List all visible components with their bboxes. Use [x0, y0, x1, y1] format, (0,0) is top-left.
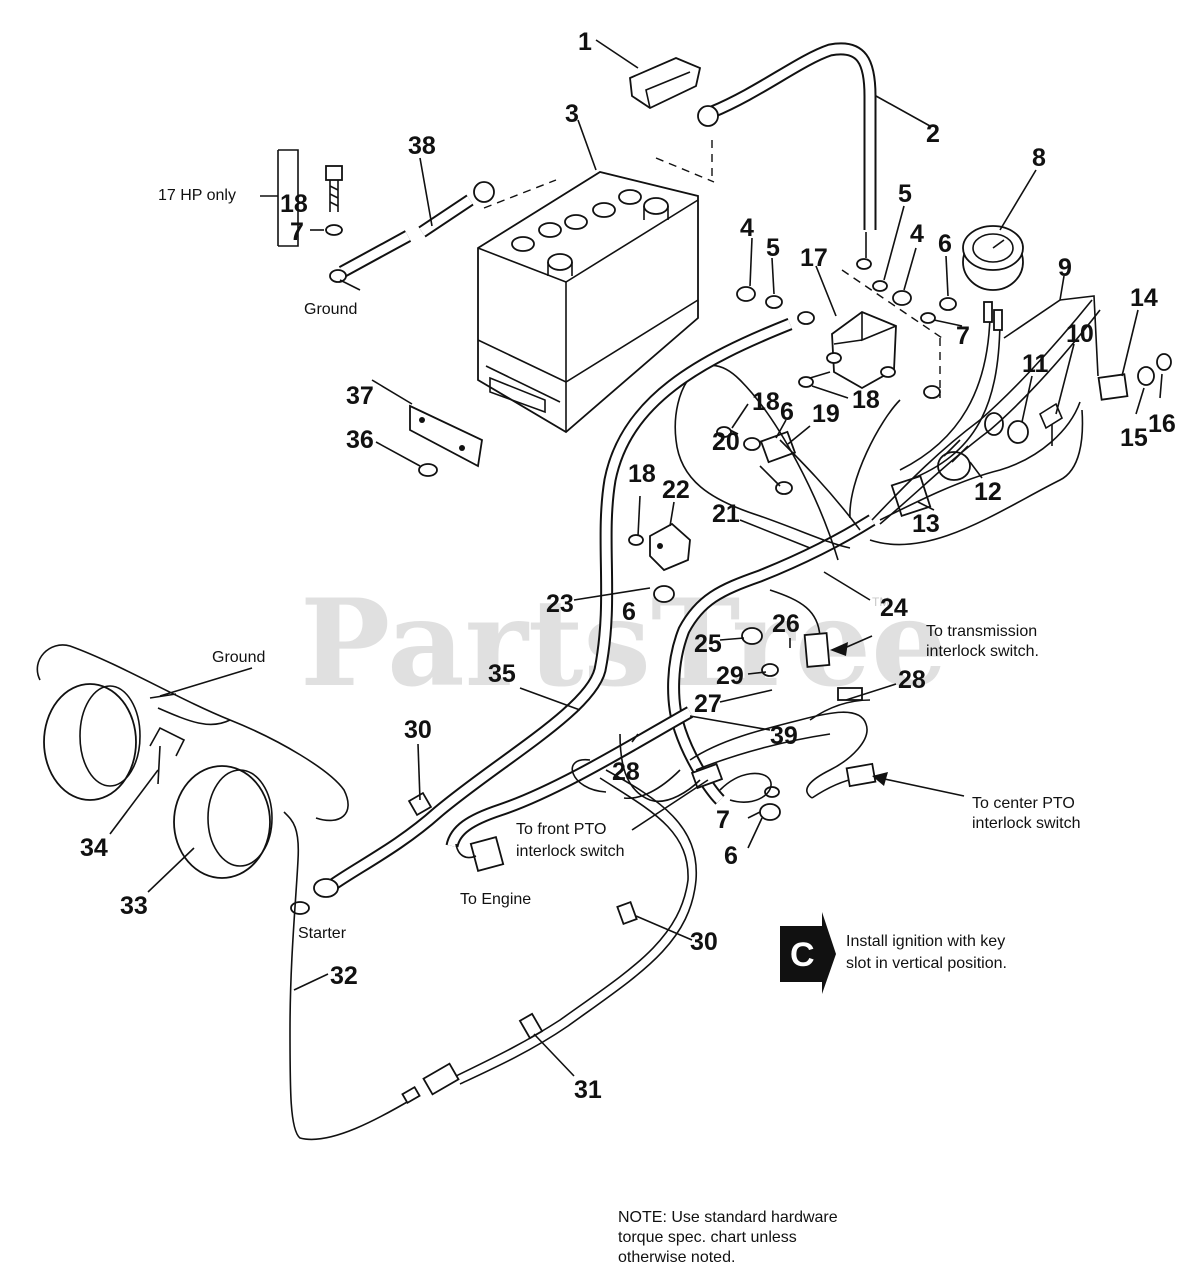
callout-24: 24	[880, 594, 908, 622]
callout-11: 11	[1022, 350, 1049, 378]
connector-14	[1097, 373, 1129, 401]
callout-37: 37	[346, 382, 374, 410]
callout-39: 39	[770, 722, 798, 750]
callout-18: 18	[752, 388, 780, 416]
callout-34: 34	[80, 834, 108, 862]
label-note-line1: NOTE: Use standard hardware	[618, 1209, 838, 1226]
callout-22: 22	[662, 476, 690, 504]
callout-20: 20	[712, 428, 740, 456]
label-transmission-line1: To transmission	[926, 623, 1037, 640]
callout-3: 3	[565, 100, 579, 128]
callout-14: 14	[1130, 284, 1158, 312]
callout-28: 28	[612, 758, 640, 786]
light-wire	[283, 811, 421, 1141]
callout-5: 5	[766, 234, 780, 262]
battery-bracket	[409, 404, 483, 477]
positive-cable	[697, 42, 877, 270]
callout-13: 13	[912, 510, 940, 538]
callout-27: 27	[694, 690, 722, 718]
note-c-badge: C	[780, 912, 836, 994]
callout-30: 30	[404, 716, 432, 744]
callout-10: 10	[1066, 320, 1094, 348]
callout-8: 8	[1032, 144, 1046, 172]
label-front-pto-line2: interlock switch	[516, 843, 624, 860]
label-ground-battery: Ground	[304, 301, 357, 318]
callout-6: 6	[780, 398, 794, 426]
callout-33: 33	[120, 892, 148, 920]
gauge-wires	[899, 301, 1003, 479]
battery	[477, 171, 699, 434]
accessory-wire	[422, 769, 697, 1096]
callout-18: 18	[628, 460, 656, 488]
note-c-letter: C	[790, 936, 815, 974]
label-note-c-line2: slot in vertical position.	[846, 955, 1007, 972]
callout-18: 18	[280, 190, 308, 218]
label-starter: Starter	[298, 925, 347, 942]
label-17hp-only: 17 HP only	[158, 187, 236, 204]
label-note-line3: otherwise noted.	[618, 1249, 735, 1266]
callout-15: 15	[1120, 424, 1148, 452]
label-note-c-line1: Install ignition with key	[846, 933, 1005, 950]
callout-7: 7	[716, 806, 730, 834]
label-ground-lights: Ground	[212, 649, 265, 666]
bolt-17hp	[325, 165, 343, 236]
callout-7: 7	[290, 218, 304, 246]
label-center-pto-line2: interlock switch	[972, 815, 1080, 832]
starter-cable	[290, 317, 793, 915]
terminal-cover	[629, 57, 702, 110]
callout-36: 36	[346, 426, 374, 454]
label-to-engine: To Engine	[460, 891, 531, 908]
callout-21: 21	[712, 500, 740, 528]
label-center-pto-line1: To center PTO	[972, 795, 1075, 812]
leader-lines	[109, 39, 1163, 1077]
callout-23: 23	[546, 590, 574, 618]
callout-30: 30	[690, 928, 718, 956]
ground-cable	[329, 181, 495, 283]
callout-29: 29	[716, 662, 744, 690]
label-note-line2: torque spec. chart unless	[618, 1229, 797, 1246]
label-transmission-line2: interlock switch.	[926, 643, 1039, 660]
callout-18: 18	[852, 386, 880, 414]
callout-5: 5	[898, 180, 912, 208]
callout-32: 32	[330, 962, 358, 990]
callout-38: 38	[408, 132, 436, 160]
callout-6: 6	[724, 842, 738, 870]
pto-harness	[571, 687, 877, 803]
callout-25: 25	[694, 630, 722, 658]
callout-2: 2	[926, 120, 940, 148]
pointer-arrows	[830, 642, 888, 786]
headlights	[36, 644, 349, 879]
callout-9: 9	[1058, 254, 1072, 282]
label-front-pto-line1: To front PTO	[516, 821, 606, 838]
callout-35: 35	[488, 660, 516, 688]
callout-6: 6	[622, 598, 636, 626]
callout-7: 7	[956, 322, 970, 350]
callout-31: 31	[574, 1076, 602, 1104]
callout-16: 16	[1148, 410, 1176, 438]
callout-numbers: 1 2 3 4 4 5 5 6 6 6 6 7 7 7 8 9 10 11 12…	[80, 28, 1176, 1104]
watermark-tm: TM	[872, 595, 889, 609]
callout-4: 4	[910, 220, 924, 248]
callout-4: 4	[740, 214, 754, 242]
gauge	[962, 225, 1024, 291]
callout-6: 6	[938, 230, 952, 258]
callout-26: 26	[772, 610, 800, 638]
relay-bracket	[649, 522, 691, 572]
callout-19: 19	[812, 400, 840, 428]
callout-1: 1	[578, 28, 592, 56]
solenoid	[797, 310, 941, 399]
callout-28: 28	[898, 666, 926, 694]
engine-connector	[455, 836, 505, 872]
callout-17: 17	[800, 244, 828, 272]
hardware	[628, 280, 1172, 821]
text-labels: 17 HP only Ground Ground Starter To Engi…	[158, 187, 1080, 1266]
callout-12: 12	[974, 478, 1002, 506]
